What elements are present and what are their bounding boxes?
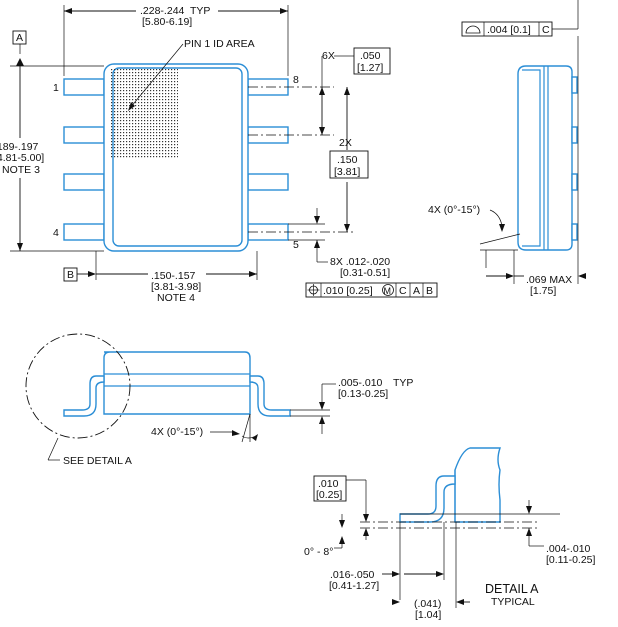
side-height-text: .069 MAX	[526, 274, 572, 286]
lead-left-4	[63, 223, 105, 241]
foot-length-text: .016-.050	[330, 569, 375, 581]
pitch-mm-text: [1.27]	[357, 62, 383, 74]
width-dim-text: .228-.244	[140, 5, 185, 17]
pin-number-4: 4	[53, 227, 59, 239]
position-fcf: .010 [0.25] M C A B	[305, 282, 438, 298]
side-lead-4	[571, 223, 578, 241]
thickness-metric: [0.13-0.25]	[338, 388, 388, 400]
detail-subtitle: TYPICAL	[491, 596, 535, 608]
front-lead-right	[249, 375, 291, 417]
flatness-fcf: .004 [0.1] C	[461, 0, 579, 37]
lead-width-text: 8X .012-.020	[330, 256, 390, 268]
height-metric-text: [4.81-5.00]	[0, 152, 44, 164]
fcf-tolerance: .010 [0.25]	[323, 285, 373, 297]
side-height-metric: [1.75]	[530, 285, 556, 297]
pin1-id-area	[110, 68, 178, 158]
side-lead-3	[571, 173, 578, 191]
thickness-text: .005-.010	[338, 377, 383, 389]
datum-b-box	[63, 267, 78, 282]
width-metric-text: [5.80-6.19]	[142, 16, 192, 28]
pin1-label: PIN 1 ID AREA	[184, 38, 255, 50]
span-count: 2X	[339, 137, 352, 149]
side-view: .004 [0.1] C 4X (0°-15°) .069 MAX [1.75]	[428, 0, 586, 297]
front-angle-text: 4X (0°-15°)	[151, 426, 203, 438]
side-lead-2	[571, 126, 578, 144]
front-view: SEE DETAIL A .005-.010 TYP [0.13-0.25] 4…	[25, 333, 413, 467]
body-width-metric: [3.81-3.98]	[151, 281, 201, 293]
side-lead-1	[571, 76, 578, 94]
span-in-text: .150	[337, 154, 358, 166]
standoff-metric: [0.11-0.25]	[546, 554, 596, 566]
standoff-text: .004-.010	[546, 543, 591, 555]
width-typ-text: TYP	[190, 5, 210, 17]
pitch-box	[353, 47, 391, 75]
foot-length-metric: [0.41-1.27]	[329, 580, 379, 592]
side-angle-text: 4X (0°-15°)	[428, 204, 480, 216]
detail-a-callout-circle	[25, 333, 131, 439]
pitch-count: 6X	[322, 50, 335, 62]
body-width-note: NOTE 4	[157, 292, 195, 304]
pin-number-5: 5	[293, 239, 299, 251]
fcf-datum-b: B	[426, 285, 433, 297]
datum-a-label: A	[16, 32, 23, 44]
pitch-in-text: .050	[360, 50, 381, 62]
profile-surface-icon	[465, 25, 481, 34]
detail-lead	[399, 475, 456, 523]
top-view: PIN 1 ID AREA 1 4 8 5 .228-.244 TYP [5.8…	[0, 5, 438, 304]
height-note-text: NOTE 3	[2, 164, 40, 176]
gauge-in-text: .010	[318, 478, 339, 490]
foot-angle-text: 0° - 8°	[304, 546, 333, 558]
lead-right-6	[247, 173, 289, 191]
lead-left-3	[63, 173, 105, 191]
flatness-datum: C	[542, 24, 550, 36]
front-body	[103, 351, 251, 415]
pin-number-8: 8	[293, 74, 299, 86]
span-box	[329, 150, 369, 179]
pin-number-1: 1	[53, 82, 59, 94]
span-mm-text: [3.81]	[334, 166, 360, 178]
fcf-datum-c: C	[399, 285, 407, 297]
lead-left-1	[63, 78, 105, 96]
flatness-tolerance: .004 [0.1]	[487, 24, 531, 36]
detail-title: DETAIL A	[485, 582, 539, 596]
lead-left-2	[63, 126, 105, 144]
fcf-datum-a: A	[413, 285, 420, 297]
ref-length-text: (.041)	[414, 598, 441, 610]
thickness-typ: TYP	[393, 377, 413, 389]
detail-body	[454, 447, 501, 523]
ref-length-metric: [1.04]	[415, 609, 441, 621]
datum-a-box	[12, 30, 27, 45]
gauge-mm-text: [0.25]	[316, 489, 342, 501]
mmc-modifier-icon	[382, 284, 394, 296]
see-detail-text: SEE DETAIL A	[63, 455, 132, 467]
gauge-box	[313, 475, 347, 502]
detail-a: .010 [0.25] 0° - 8° .004-.010 [0.11-0.25…	[304, 447, 596, 621]
fcf-modifier: M	[384, 286, 392, 296]
pin1-arrowhead	[128, 102, 135, 111]
detail-leader	[47, 437, 59, 461]
body-width-text: .150-.157	[151, 270, 196, 282]
side-body	[517, 65, 573, 251]
height-dim-text: .189-.197	[0, 141, 39, 153]
pin1-leader	[129, 43, 184, 109]
datum-b-label: B	[67, 269, 74, 281]
front-lead-left	[63, 375, 105, 417]
lead-width-metric: [0.31-0.51]	[340, 267, 390, 279]
